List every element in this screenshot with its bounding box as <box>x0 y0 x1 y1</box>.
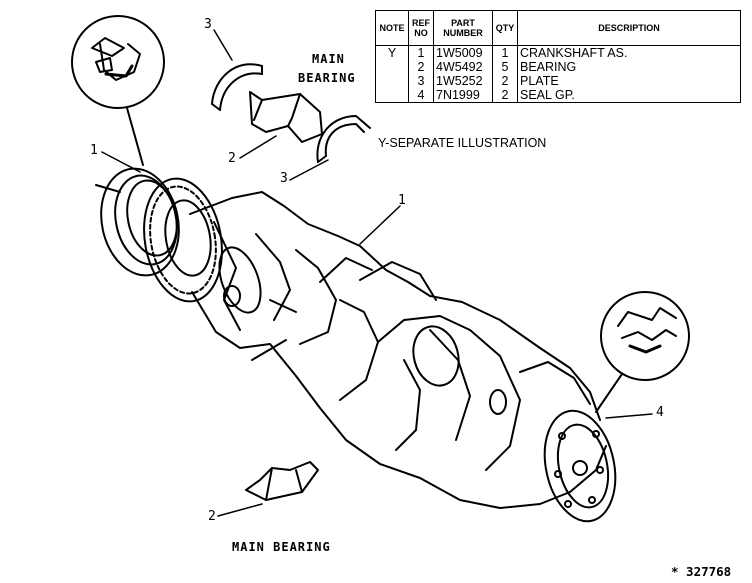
thrust-plate-top <box>211 63 263 111</box>
row-note <box>375 60 409 74</box>
row-part-number: 1W5009 <box>433 45 493 60</box>
thrust-plate-mid <box>316 115 371 163</box>
row-description: PLATE <box>517 74 741 88</box>
row-part-number: 4W5492 <box>433 60 493 74</box>
parts-table: NOTE REF NO PART NUMBER QTY DESCRIPTION … <box>375 10 741 103</box>
leader-lines <box>101 29 653 517</box>
callout-4-seal: 4 <box>656 405 664 420</box>
row-ref: 4 <box>408 88 434 103</box>
callout-3-mid-plate: 3 <box>280 171 288 186</box>
illustration-number: * 327768 <box>671 564 732 579</box>
callout-2-top-bearing: 2 <box>228 151 236 166</box>
table-row: 3 1W5252 2 PLATE <box>375 74 741 88</box>
main-bearing-bottom <box>245 461 319 501</box>
main-bearing-caption-top-line1: MAIN <box>312 52 345 66</box>
table-row: 2 4W5492 5 BEARING <box>375 60 741 74</box>
row-qty: 5 <box>492 60 518 74</box>
table-row: 4 7N1999 2 SEAL GP. <box>375 88 741 103</box>
main-bearing-caption-top-line2: BEARING <box>298 71 356 85</box>
row-qty: 2 <box>492 74 518 88</box>
header-ref-no: REF NO <box>408 10 434 46</box>
header-note: NOTE <box>375 10 409 46</box>
main-bearing-top <box>249 91 323 143</box>
row-note <box>375 88 409 103</box>
row-description: CRANKSHAFT AS. <box>517 45 741 60</box>
header-part-number: PART NUMBER <box>433 10 493 46</box>
parts-table-header: NOTE REF NO PART NUMBER QTY DESCRIPTION <box>375 10 741 46</box>
main-bearing-caption-bottom: MAIN BEARING <box>232 540 331 554</box>
callout-2-bottom-bearing: 2 <box>208 509 216 524</box>
row-note <box>375 74 409 88</box>
callout-1-crankshaft: 1 <box>398 193 406 208</box>
header-qty: QTY <box>492 10 518 46</box>
row-ref: 2 <box>408 60 434 74</box>
table-row: Y 1 1W5009 1 CRANKSHAFT AS. <box>375 45 741 60</box>
row-part-number: 1W5252 <box>433 74 493 88</box>
row-description: SEAL GP. <box>517 88 741 103</box>
row-qty: 1 <box>492 45 518 60</box>
row-description: BEARING <box>517 60 741 74</box>
seal-detail-inset-left <box>71 15 165 166</box>
row-ref: 3 <box>408 74 434 88</box>
header-description: DESCRIPTION <box>517 10 741 46</box>
seal-detail-inset-right <box>595 291 690 413</box>
row-qty: 2 <box>492 88 518 103</box>
front-seal-ring <box>95 167 180 277</box>
separate-illustration-note: Y-SEPARATE ILLUSTRATION <box>378 136 547 150</box>
crankshaft-gear <box>143 177 223 303</box>
crankshaft-body <box>189 191 607 509</box>
row-ref: 1 <box>408 45 434 60</box>
row-note: Y <box>375 45 409 60</box>
callout-1-seal: 1 <box>90 143 98 158</box>
callout-3-top-plate: 3 <box>204 17 212 32</box>
rear-flange <box>543 409 617 523</box>
row-part-number: 7N1999 <box>433 88 493 103</box>
